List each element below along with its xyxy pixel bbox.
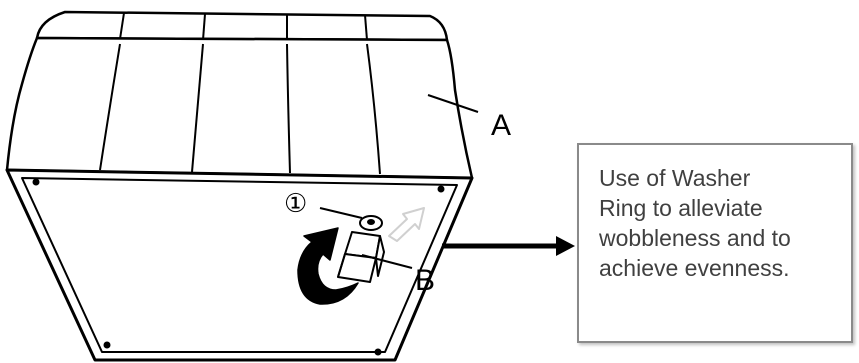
screw-bottom-right	[374, 348, 382, 356]
rotation-arrow-icon	[297, 227, 359, 305]
screw-bottom-left	[103, 341, 111, 349]
callout-line-1: Use of Washer	[599, 165, 751, 191]
leader-line-a	[427, 94, 479, 113]
spacer-block-icon	[337, 231, 385, 283]
washer-ring-icon	[359, 215, 383, 231]
ghost-direction-arrow	[388, 207, 425, 242]
top-rim	[35, 10, 449, 42]
callout-line-3: wobbleness and to	[599, 225, 791, 251]
callout-line-2: Ring to alleviate	[599, 195, 763, 221]
corner-screws	[32, 178, 445, 356]
callout-box: Use of Washer Ring to alleviate wobblene…	[577, 143, 853, 343]
callout-pointer-head	[556, 236, 575, 256]
rim-dividers	[119, 12, 368, 41]
panel-dividers	[99, 43, 381, 175]
leader-line-b	[361, 254, 413, 269]
bottom-plate-inner	[21, 177, 458, 353]
label-b: B	[415, 264, 435, 297]
screw-top-right	[437, 185, 445, 193]
leader-line-step	[319, 207, 363, 219]
cover-body	[5, 36, 474, 180]
screw-top-left	[32, 178, 40, 186]
label-a: A	[491, 109, 511, 142]
callout-line-4: achieve evenness.	[599, 255, 790, 281]
step-number-label: ①	[284, 189, 307, 219]
callout-text: Use of Washer Ring to alleviate wobblene…	[599, 163, 849, 283]
